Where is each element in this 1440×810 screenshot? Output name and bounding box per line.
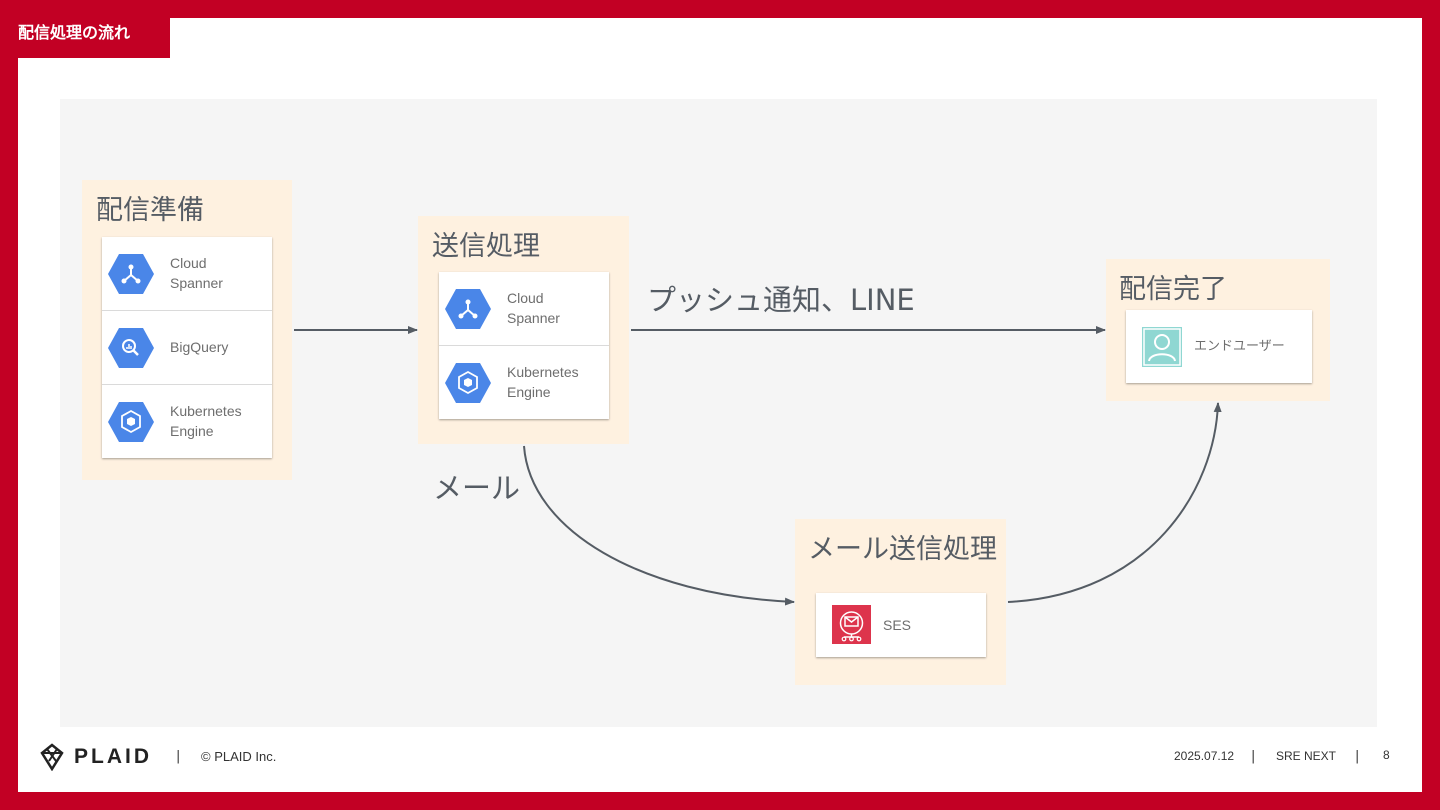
arrow-send-to-mail — [523, 445, 795, 606]
service-label: Cloud Spanner — [507, 290, 560, 326]
arrow-mail-to-done — [1007, 402, 1222, 603]
title-tab — [18, 18, 170, 58]
service-row-cloud-spanner: Cloud Spanner — [102, 237, 272, 311]
edge-label-mail: メール — [433, 471, 521, 505]
group-done: 配信完了 エンドユーザー — [1106, 259, 1330, 401]
footer-event: SRE NEXT — [1276, 749, 1337, 763]
ses-icon — [832, 605, 871, 644]
group-prepare: 配信準備 Cloud Spanner BigQuery — [82, 180, 292, 480]
slide-title: 配信処理の流れ — [18, 23, 131, 42]
footer-copyright: © PLAID Inc. — [201, 749, 277, 764]
kubernetes-engine-icon — [108, 402, 154, 442]
group-send: 送信処理 Cloud Spanner Kubernetes Engine — [418, 216, 629, 444]
cloud-spanner-icon — [108, 254, 154, 294]
kubernetes-engine-icon — [445, 363, 491, 403]
group-title: 送信処理 — [432, 231, 540, 262]
service-label: SES — [883, 617, 912, 633]
end-user-icon — [1142, 327, 1182, 367]
service-card: SES — [816, 593, 986, 657]
cloud-spanner-icon — [445, 289, 491, 329]
group-title: 配信完了 — [1119, 274, 1227, 305]
service-card: エンドユーザー — [1126, 310, 1312, 383]
service-row-kubernetes-engine: Kubernetes Engine — [439, 346, 609, 419]
footer-separator: | — [1355, 749, 1360, 764]
group-mail: メール送信処理 SES — [795, 519, 1006, 685]
service-label: Cloud Spanner — [170, 255, 223, 291]
group-title: メール送信処理 — [808, 534, 997, 565]
service-label: エンドユーザー — [1194, 338, 1285, 353]
service-label: Kubernetes Engine — [507, 364, 579, 400]
service-card: Cloud Spanner BigQuery Kubernetes Engine — [102, 237, 272, 458]
plaid-wordmark: PLAID — [74, 745, 152, 768]
group-title: 配信準備 — [96, 195, 204, 226]
footer-separator: | — [1251, 749, 1256, 764]
footer-date: 2025.07.12 — [1174, 749, 1235, 763]
bigquery-icon — [108, 328, 154, 368]
service-row-cloud-spanner: Cloud Spanner — [439, 272, 609, 346]
plaid-logo-icon — [40, 743, 64, 771]
service-label: BigQuery — [170, 339, 229, 355]
service-row-bigquery: BigQuery — [102, 311, 272, 385]
service-card: Cloud Spanner Kubernetes Engine — [439, 272, 609, 419]
footer-separator: | — [176, 749, 181, 764]
service-label: Kubernetes Engine — [170, 403, 242, 439]
page-number: 8 — [1383, 748, 1390, 762]
edge-label-push: プッシュ通知、LINE — [647, 283, 915, 317]
service-row-kubernetes-engine: Kubernetes Engine — [102, 385, 272, 458]
